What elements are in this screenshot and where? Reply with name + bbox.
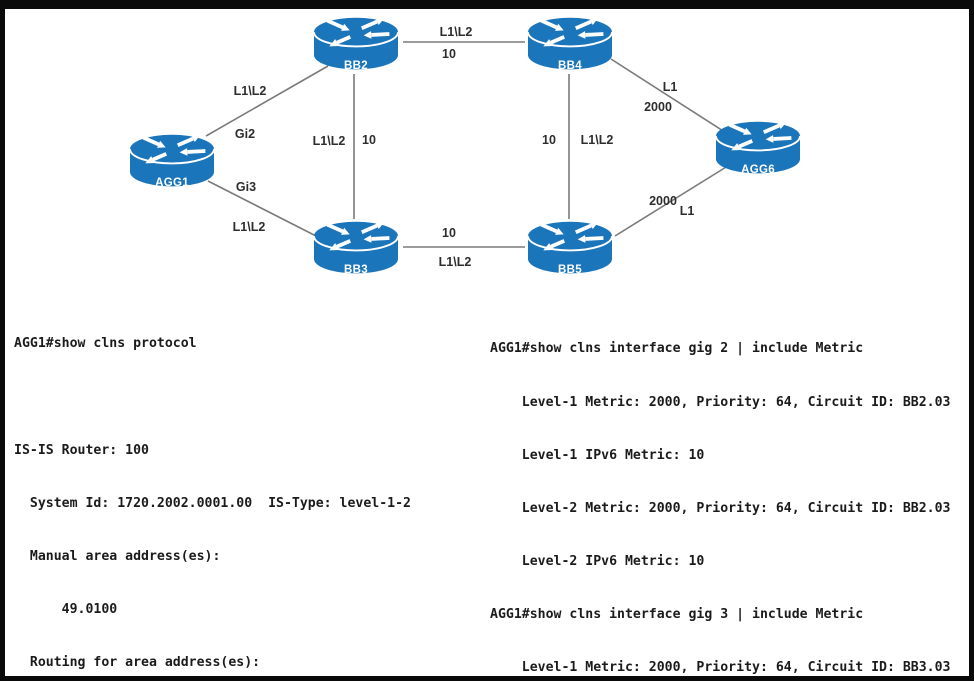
terminal-line: Level-2 IPv6 Metric: 10 [490, 553, 705, 569]
terminal-line: 49.0100 [14, 601, 118, 617]
router-bb2: BB2 [308, 13, 404, 76]
link-bb4-agg6 [610, 58, 732, 137]
label-agg1-iface-gi3: Gi3 [235, 180, 257, 194]
label-bb3-bb5-type: L1\L2 [438, 255, 472, 269]
terminal-line: Level-1 Metric: 2000, Priority: 64, Circ… [490, 394, 951, 410]
terminal-line: AGG1#show clns interface gig 3 | include… [490, 606, 864, 622]
router-label: BB5 [558, 264, 582, 276]
label-bb3-bb5-metric: 10 [442, 226, 456, 240]
router-label: AGG1 [155, 177, 189, 189]
clns-interface-output: AGG1#show clns interface gig 2 | include… [490, 305, 951, 681]
label-bb2-bb3-metric: 10 [362, 133, 376, 147]
label-agg1-bb3-type: L1\L2 [232, 220, 266, 234]
topology-links [205, 41, 732, 248]
router-agg1: AGG1 [124, 130, 220, 193]
terminal-line: System Id: 1720.2002.0001.00 IS-Type: le… [14, 495, 411, 511]
router-label: AGG6 [741, 164, 775, 176]
terminal-line: AGG1#show clns interface gig 2 | include… [490, 341, 864, 357]
terminal-line: Level-2 Metric: 2000, Priority: 64, Circ… [490, 500, 951, 516]
label-agg1-iface-gi2: Gi2 [234, 127, 256, 141]
terminal-line: Manual area address(es): [14, 548, 221, 564]
label-agg1-bb2-type: L1\L2 [233, 84, 267, 98]
link-agg1-bb3 [207, 180, 319, 238]
label-bb4-agg6-type: L1 [662, 80, 678, 94]
terminal-line [14, 389, 411, 407]
label-bb4-bb5-type: L1\L2 [580, 133, 614, 147]
label-bb5-agg6-metric: 2000 [649, 194, 677, 208]
terminal-line: IS-IS Router: 100 [14, 442, 149, 458]
label-bb4-agg6-metric: 2000 [644, 100, 672, 114]
label-bb2-bb3-type: L1\L2 [312, 134, 346, 148]
terminal-line: AGG1#show clns protocol [14, 336, 197, 352]
terminal-line: Level-1 IPv6 Metric: 10 [490, 447, 705, 463]
router-label: BB3 [344, 264, 368, 276]
router-bb5: BB5 [522, 217, 618, 280]
router-agg6: AGG6 [710, 117, 806, 180]
router-label: BB4 [558, 60, 582, 72]
label-bb2-bb4-metric: 10 [442, 47, 456, 61]
router-bb3: BB3 [308, 217, 404, 280]
label-bb2-bb4-type: L1\L2 [439, 25, 473, 39]
clns-protocol-output: AGG1#show clns protocol IS-IS Router: 10… [14, 300, 411, 681]
label-bb4-bb5-metric: 10 [542, 133, 556, 147]
link-bb5-agg6 [614, 163, 732, 237]
label-bb5-agg6-type: L1 [679, 204, 695, 218]
router-label: BB2 [344, 60, 368, 72]
terminal-line: Routing for area address(es): [14, 655, 261, 671]
router-bb4: BB4 [522, 13, 618, 76]
link-agg1-bb2 [205, 65, 329, 137]
terminal-line: Level-1 Metric: 2000, Priority: 64, Circ… [490, 660, 951, 676]
